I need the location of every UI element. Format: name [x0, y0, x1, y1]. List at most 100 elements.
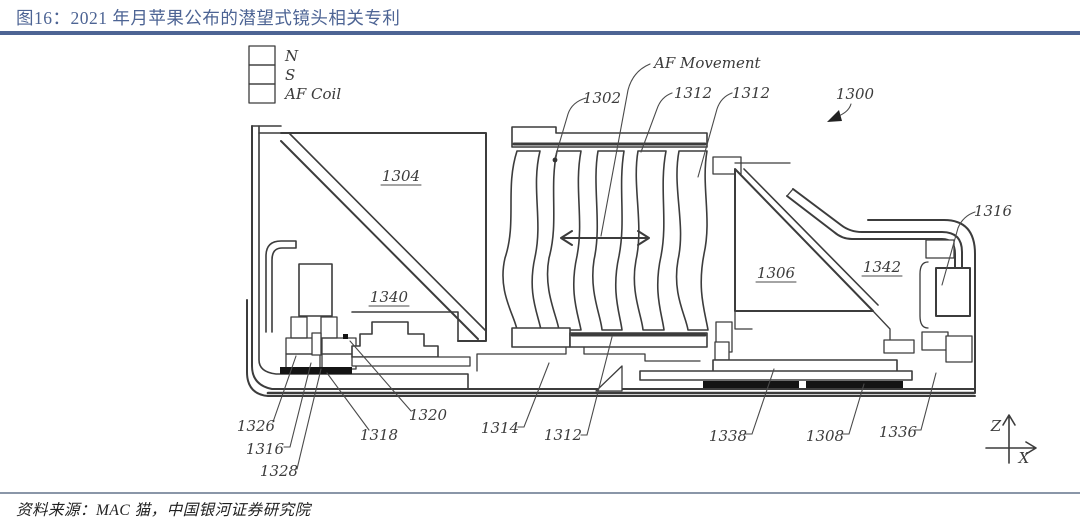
label-1326: 1326 — [237, 417, 276, 435]
label-1342: 1342 — [863, 258, 901, 276]
leader-1320 — [349, 340, 412, 412]
leader-lines — [272, 63, 976, 470]
prism-1306-hypotenuse-inner — [743, 168, 879, 306]
spring-hook — [265, 240, 297, 333]
z-axis-label: Z — [990, 417, 1002, 435]
spacer-right — [883, 339, 915, 354]
right-sensor-stack — [639, 239, 973, 388]
legend-label-af-coil: AF Coil — [283, 85, 341, 103]
af-coil-left — [290, 316, 308, 339]
sensor-die-right — [806, 381, 903, 388]
connector-block-low — [945, 335, 973, 363]
legend-label-s: S — [285, 66, 295, 84]
magnet-right-s — [321, 353, 357, 370]
af-carriage-profile — [476, 346, 701, 372]
label-1306: 1306 — [757, 264, 796, 282]
carriage-wedge — [595, 365, 623, 392]
leader-1326 — [272, 355, 297, 423]
prism-1304-hypotenuse-outer — [280, 140, 479, 340]
lens-element-3 — [592, 150, 625, 331]
patent-drawing-svg: N S AF Coil — [237, 45, 1037, 480]
spacer-left — [714, 341, 730, 361]
lens-top-plate — [511, 126, 708, 148]
sensor-plate-lower — [639, 370, 913, 381]
bracket-around-1316 — [919, 261, 929, 329]
label-1300: 1300 — [836, 85, 875, 103]
magnet-base-plate — [280, 367, 352, 374]
channel-cap — [786, 188, 794, 197]
lens-element-5 — [675, 150, 709, 331]
label-1304: 1304 — [382, 167, 420, 185]
label-1340: 1340 — [370, 288, 409, 306]
platform-base — [351, 356, 471, 367]
part-labels: AF Movement 1302 1312 1312 1300 1316 130… — [237, 54, 1013, 480]
label-1336: 1336 — [879, 423, 918, 441]
label-1312-bottom: 1312 — [544, 426, 582, 444]
caption-rule — [0, 31, 1080, 35]
label-1316-bottom: 1316 — [246, 440, 285, 458]
platform-steps — [351, 321, 439, 358]
label-1308: 1308 — [806, 427, 844, 445]
leader-1316-right — [941, 211, 976, 286]
lens-assembly — [476, 126, 733, 392]
coil-yoke — [298, 263, 333, 317]
source-line: 资料来源：MAC 猫，中国银河证券研究院 — [16, 502, 311, 519]
af-coil-right — [320, 316, 338, 339]
legend-swatch-s-magnet — [248, 64, 276, 85]
double-arrow — [560, 230, 650, 246]
label-1312-top-right: 1312 — [732, 84, 770, 102]
label-1316-right: 1316 — [974, 202, 1013, 220]
leader-1314 — [517, 362, 550, 428]
sensor-die-left — [703, 381, 799, 388]
prism-1304-frame — [280, 132, 487, 342]
label-af-movement: AF Movement — [652, 54, 762, 72]
part-1320-marker-dot — [343, 334, 348, 339]
housing-outline — [246, 125, 976, 397]
leader-1308 — [842, 383, 865, 435]
leader-af-movement — [600, 63, 651, 237]
legend-swatch-n-magnet — [248, 45, 276, 66]
source-rule — [0, 492, 1080, 494]
leader-1300-arrowhead — [827, 110, 842, 122]
lens-element-4 — [633, 150, 667, 331]
x-axis-arrow — [985, 441, 1037, 455]
platform-1320 — [351, 321, 471, 367]
prism-1304 — [280, 132, 487, 342]
legend-swatch-af-coil — [248, 83, 276, 104]
housing-inner-wall — [258, 125, 469, 390]
leader-1338 — [745, 368, 775, 435]
leader-1302-dot — [552, 157, 558, 163]
housing-right-edge — [867, 219, 976, 394]
magnet-left-s — [285, 353, 321, 370]
patent-diagram: N S AF Coil — [0, 36, 1080, 488]
leader-1336 — [914, 372, 937, 431]
label-1328: 1328 — [260, 462, 298, 480]
figure-caption: 图16：2021 年月苹果公布的潜望式镜头相关专利 — [16, 8, 401, 28]
leader-1312-top-right — [697, 92, 733, 178]
label-1312-top-left: 1312 — [674, 84, 712, 102]
part-1316-module — [935, 267, 971, 317]
lens-bottom-plate-left — [511, 327, 571, 348]
legend: N S AF Coil — [248, 45, 341, 104]
leader-1316-bottom — [283, 362, 312, 448]
magnet-right-n — [321, 337, 357, 355]
axis-indicator: Z X — [985, 414, 1037, 467]
label-1320: 1320 — [409, 406, 448, 424]
leader-1328 — [296, 368, 322, 470]
leader-1312-bottom — [580, 336, 613, 436]
leader-1318 — [326, 372, 370, 431]
housing-outer-shell — [246, 299, 976, 397]
housing-wall-floor — [251, 125, 976, 390]
connector-block-top — [925, 239, 955, 259]
magnet-divider — [311, 332, 322, 356]
label-1318: 1318 — [360, 426, 398, 444]
x-axis-label: X — [1018, 449, 1031, 467]
z-axis-arrow — [1002, 414, 1016, 464]
magnet-coil-assembly — [280, 263, 357, 374]
prism-1306 — [712, 156, 891, 348]
label-1338: 1338 — [709, 427, 747, 445]
channel-outer — [792, 188, 963, 289]
af-movement-arrow — [560, 230, 650, 246]
leader-1312-top-left — [640, 92, 673, 153]
